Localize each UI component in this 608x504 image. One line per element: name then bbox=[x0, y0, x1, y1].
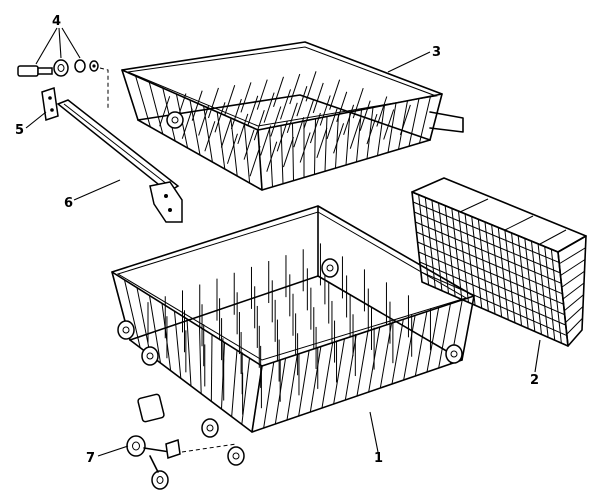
rail-end-bracket bbox=[41, 87, 59, 121]
callout-7: 7 bbox=[86, 451, 95, 466]
silverware-basket bbox=[411, 177, 587, 347]
upper-rack bbox=[121, 41, 464, 191]
callout-labels: 4 3 5 6 2 1 7 bbox=[15, 14, 539, 466]
callout-5: 5 bbox=[15, 123, 24, 138]
callout-1: 1 bbox=[374, 451, 383, 466]
roller-hardware-set bbox=[17, 59, 109, 110]
roller-assembly bbox=[126, 393, 237, 490]
callout-2: 2 bbox=[530, 373, 539, 388]
lower-rack bbox=[111, 205, 475, 466]
callout-6: 6 bbox=[64, 196, 73, 211]
leader-lines bbox=[25, 27, 541, 457]
track-rail bbox=[56, 99, 183, 223]
callout-4: 4 bbox=[52, 14, 61, 29]
callout-3: 3 bbox=[432, 45, 441, 60]
